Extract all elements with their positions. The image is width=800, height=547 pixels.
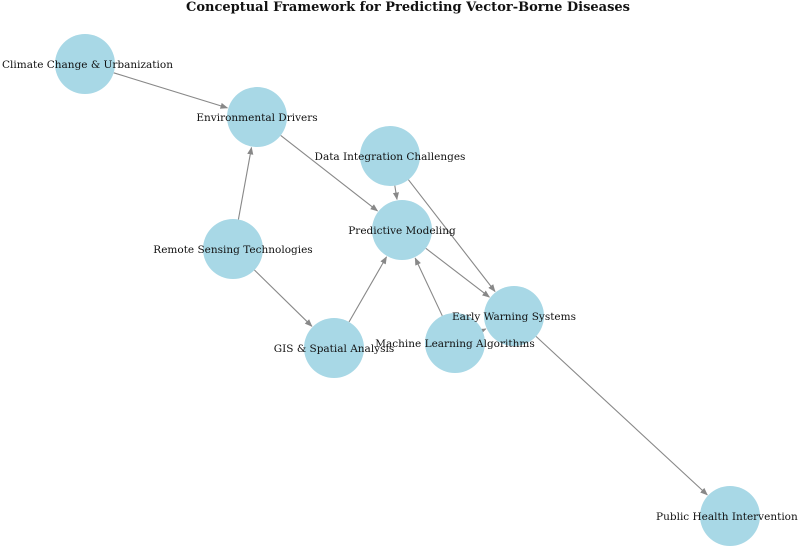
node-label-ews: Early Warning Systems — [452, 311, 576, 323]
node-phi[interactable] — [700, 486, 760, 546]
nodes-layer — [55, 34, 760, 546]
edge-data-to-ews — [407, 179, 496, 293]
edge-data-to-pred — [392, 185, 399, 201]
node-ml[interactable] — [425, 313, 485, 373]
node-label-pred: Predictive Modeling — [348, 225, 456, 237]
node-remote[interactable] — [203, 219, 263, 279]
edge-gis-to-pred — [348, 256, 387, 323]
node-label-gis: GIS & Spatial Analysis — [274, 343, 395, 355]
node-label-remote: Remote Sensing Technologies — [153, 244, 312, 256]
node-label-climate: Climate Change & Urbanization — [2, 59, 173, 71]
diagram-title: Conceptual Framework for Predicting Vect… — [186, 0, 630, 15]
edge-pred-to-ews — [425, 247, 491, 298]
edge-remote-to-env — [237, 146, 254, 220]
node-gis[interactable] — [304, 318, 364, 378]
edge-ews-to-phi — [535, 335, 708, 496]
edges-layer — [113, 72, 708, 496]
node-env[interactable] — [227, 87, 287, 147]
node-pred[interactable] — [372, 200, 432, 260]
edge-climate-to-env — [113, 72, 229, 109]
node-label-env: Environmental Drivers — [196, 112, 317, 124]
node-label-phi: Public Health Intervention — [656, 511, 798, 523]
node-ews[interactable] — [484, 286, 544, 346]
node-label-ml: Machine Learning Algorithms — [375, 338, 534, 350]
edge-remote-to-gis — [254, 269, 313, 327]
labels-layer: Climate Change & UrbanizationEnvironment… — [2, 59, 798, 523]
edge-env-to-pred — [280, 134, 379, 212]
node-label-data: Data Integration Challenges — [315, 151, 466, 163]
node-climate[interactable] — [55, 34, 115, 94]
edge-ml-to-pred — [414, 257, 443, 317]
edge-ml-to-ews — [478, 328, 487, 335]
node-data[interactable] — [360, 126, 420, 186]
